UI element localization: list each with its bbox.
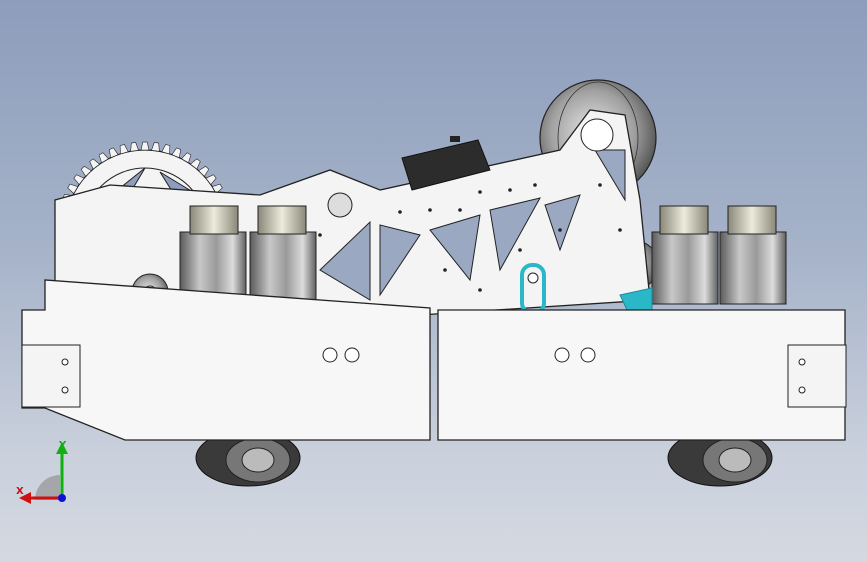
tire-right xyxy=(667,429,773,487)
drive-motor-2 xyxy=(249,205,317,305)
side-panel-left xyxy=(21,279,431,441)
z-axis-dot xyxy=(58,494,66,502)
side-panel-right xyxy=(437,309,847,441)
electronics-box xyxy=(401,136,491,191)
coordinate-triad xyxy=(19,442,68,504)
tire-left xyxy=(195,429,301,487)
drive-motor-4 xyxy=(719,205,787,305)
drive-motor-3 xyxy=(651,205,719,305)
x-axis-label: X xyxy=(16,486,24,497)
panel-bolts xyxy=(322,347,596,363)
drive-motor-1 xyxy=(179,205,247,305)
y-axis-label: Y xyxy=(59,440,67,451)
